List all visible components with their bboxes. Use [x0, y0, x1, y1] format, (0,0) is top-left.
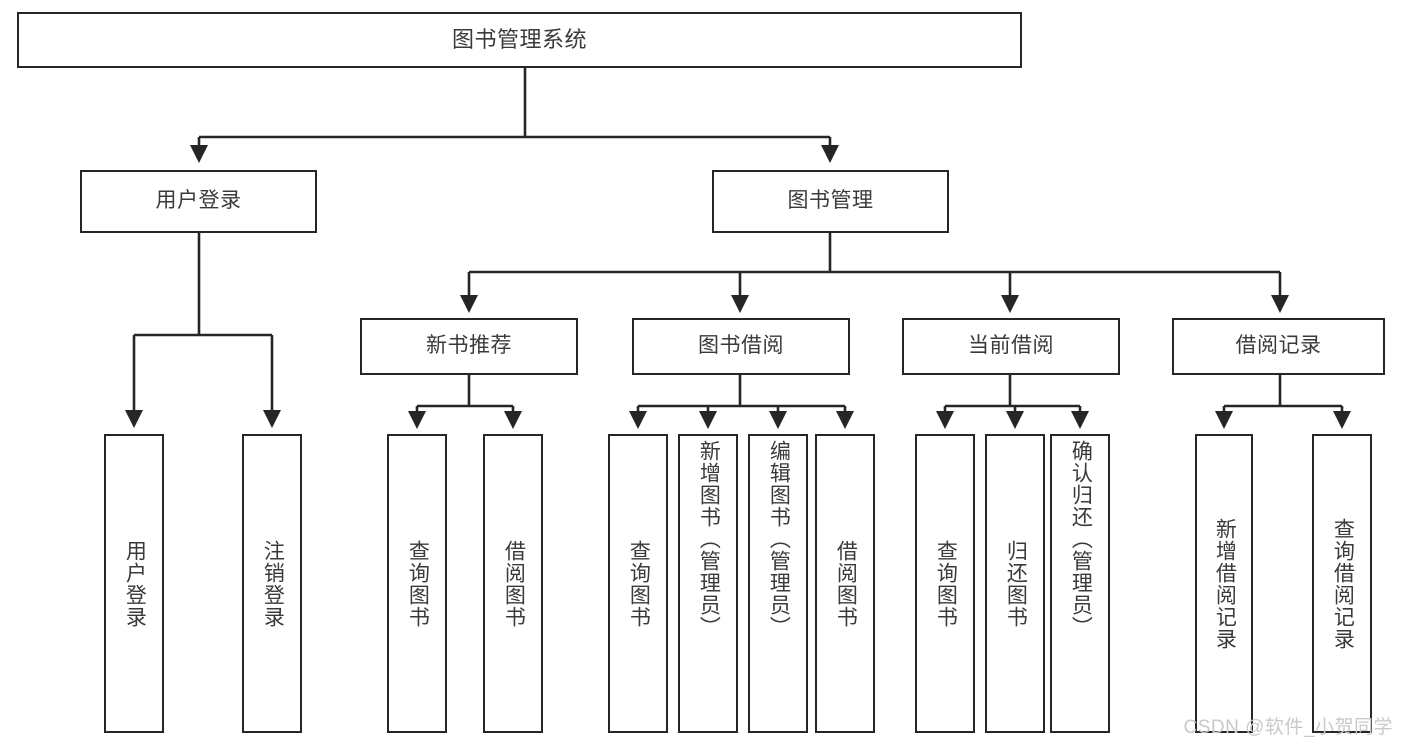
node-leaf-query-book-2[interactable]: 查询图书	[608, 434, 668, 733]
node-leaf-borrow-book-1[interactable]: 借阅图书	[483, 434, 543, 733]
node-book-borrow[interactable]: 图书借阅	[632, 318, 850, 375]
node-leaf-borrow-book-2[interactable]: 借阅图书	[815, 434, 875, 733]
node-new-book-recommend-label: 新书推荐	[426, 334, 512, 358]
node-borrow-record-label: 借阅记录	[1235, 334, 1322, 358]
node-book-borrow-label: 图书借阅	[698, 334, 784, 358]
node-leaf-query-book-1-label: 查询图书	[406, 539, 430, 628]
node-leaf-edit-book[interactable]: 编辑图书（管理员）	[748, 434, 808, 733]
node-leaf-add-book[interactable]: 新增图书（管理员）	[678, 434, 738, 733]
node-root[interactable]: 图书管理系统	[17, 12, 1022, 68]
node-leaf-confirm-return[interactable]: 确认归还（管理员）	[1050, 434, 1110, 733]
node-leaf-logout[interactable]: 注销登录	[242, 434, 302, 733]
node-leaf-return-book-label: 归还图书	[1004, 539, 1028, 628]
node-leaf-query-record-label: 查询借阅记录	[1331, 517, 1355, 650]
node-user-login-label: 用户登录	[155, 189, 242, 213]
node-leaf-add-book-label: 新增图书（管理员）	[697, 440, 721, 638]
node-leaf-edit-book-label: 编辑图书（管理员）	[767, 440, 791, 638]
node-leaf-query-record[interactable]: 查询借阅记录	[1312, 434, 1372, 733]
node-leaf-borrow-book-1-label: 借阅图书	[502, 539, 526, 628]
node-leaf-borrow-book-2-label: 借阅图书	[834, 539, 858, 628]
node-root-label: 图书管理系统	[451, 27, 587, 53]
node-new-book-recommend[interactable]: 新书推荐	[360, 318, 578, 375]
node-book-management-label: 图书管理	[787, 189, 874, 213]
node-leaf-query-book-2-label: 查询图书	[627, 539, 651, 628]
node-leaf-add-record[interactable]: 新增借阅记录	[1195, 434, 1253, 733]
node-leaf-confirm-return-label: 确认归还（管理员）	[1069, 440, 1093, 638]
node-leaf-query-book-3[interactable]: 查询图书	[915, 434, 975, 733]
node-borrow-record[interactable]: 借阅记录	[1172, 318, 1385, 375]
node-leaf-return-book[interactable]: 归还图书	[985, 434, 1045, 733]
node-leaf-add-record-label: 新增借阅记录	[1213, 517, 1237, 650]
node-leaf-logout-label: 注销登录	[261, 539, 285, 628]
node-user-login[interactable]: 用户登录	[80, 170, 317, 233]
node-leaf-query-book-1[interactable]: 查询图书	[387, 434, 447, 733]
node-leaf-query-book-3-label: 查询图书	[934, 539, 958, 628]
node-current-borrow[interactable]: 当前借阅	[902, 318, 1120, 375]
node-book-management[interactable]: 图书管理	[712, 170, 949, 233]
node-leaf-user-login-label: 用户登录	[123, 539, 147, 628]
node-leaf-user-login[interactable]: 用户登录	[104, 434, 164, 733]
node-current-borrow-label: 当前借阅	[968, 334, 1054, 358]
